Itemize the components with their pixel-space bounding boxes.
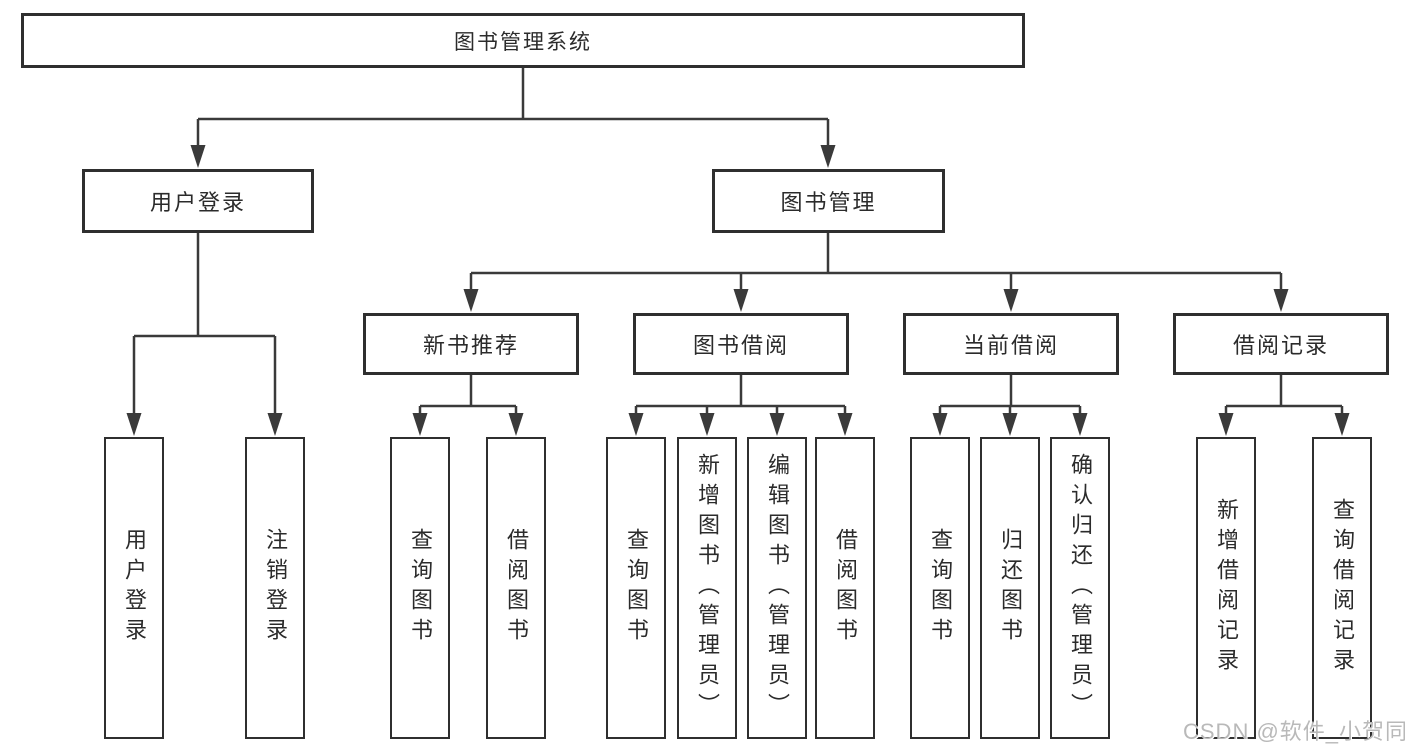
csdn-watermark: CSDN @软件_小贺同学	[1183, 719, 1405, 744]
node-book-management: 图书管理	[712, 169, 945, 233]
arrowhead	[769, 413, 785, 436]
arrowhead	[412, 413, 428, 436]
arrowhead	[190, 145, 206, 168]
arrowhead	[1218, 413, 1234, 436]
leaf-query-books-recommend: 查询图书	[390, 437, 450, 739]
arrowhead	[932, 413, 948, 436]
connector-current-borrow-to-leaves	[938, 375, 1082, 418]
arrowhead	[1003, 289, 1019, 312]
arrowhead	[699, 413, 715, 436]
arrowhead	[837, 413, 853, 436]
node-library-system: 图书管理系统	[21, 13, 1025, 68]
connector-book-borrow-to-leaves	[634, 375, 847, 418]
node-current-borrow: 当前借阅	[903, 313, 1119, 375]
leaf-query-books-current: 查询图书	[910, 437, 970, 739]
node-borrow-records: 借阅记录	[1173, 313, 1389, 375]
arrowhead	[126, 413, 142, 436]
leaf-return-books: 归还图书	[980, 437, 1040, 739]
leaf-borrow-books-recommend: 借阅图书	[486, 437, 546, 739]
leaf-query-books-borrow: 查询图书	[606, 437, 666, 739]
arrowhead	[1072, 413, 1088, 436]
leaf-borrow-books: 借阅图书	[815, 437, 875, 739]
arrowhead	[1273, 289, 1289, 312]
leaf-add-books-admin: 新增图书（管理员）	[677, 437, 737, 739]
leaf-user-login: 用户登录	[104, 437, 164, 739]
arrowhead	[820, 145, 836, 168]
connector-book-mgmt-to-level2	[469, 233, 1283, 294]
connector-user-login-to-leaves	[132, 233, 277, 418]
leaf-add-borrow-record: 新增借阅记录	[1196, 437, 1256, 739]
connector-root-to-level1	[196, 68, 830, 150]
leaf-edit-books-admin: 编辑图书（管理员）	[747, 437, 807, 739]
connector-new-book-to-leaves	[418, 375, 518, 418]
node-new-book-recommend: 新书推荐	[363, 313, 579, 375]
arrowhead	[628, 413, 644, 436]
arrowhead	[1334, 413, 1350, 436]
arrowhead	[267, 413, 283, 436]
node-user-login: 用户登录	[82, 169, 314, 233]
leaf-query-borrow-record: 查询借阅记录	[1312, 437, 1372, 739]
arrowhead	[463, 289, 479, 312]
leaf-confirm-return-admin: 确认归还（管理员）	[1050, 437, 1110, 739]
arrowhead	[1002, 413, 1018, 436]
node-book-borrow: 图书借阅	[633, 313, 849, 375]
leaf-logout: 注销登录	[245, 437, 305, 739]
arrowhead	[508, 413, 524, 436]
connector-borrow-record-to-leaves	[1224, 375, 1344, 418]
arrowheads	[126, 145, 1350, 436]
arrowhead	[733, 289, 749, 312]
